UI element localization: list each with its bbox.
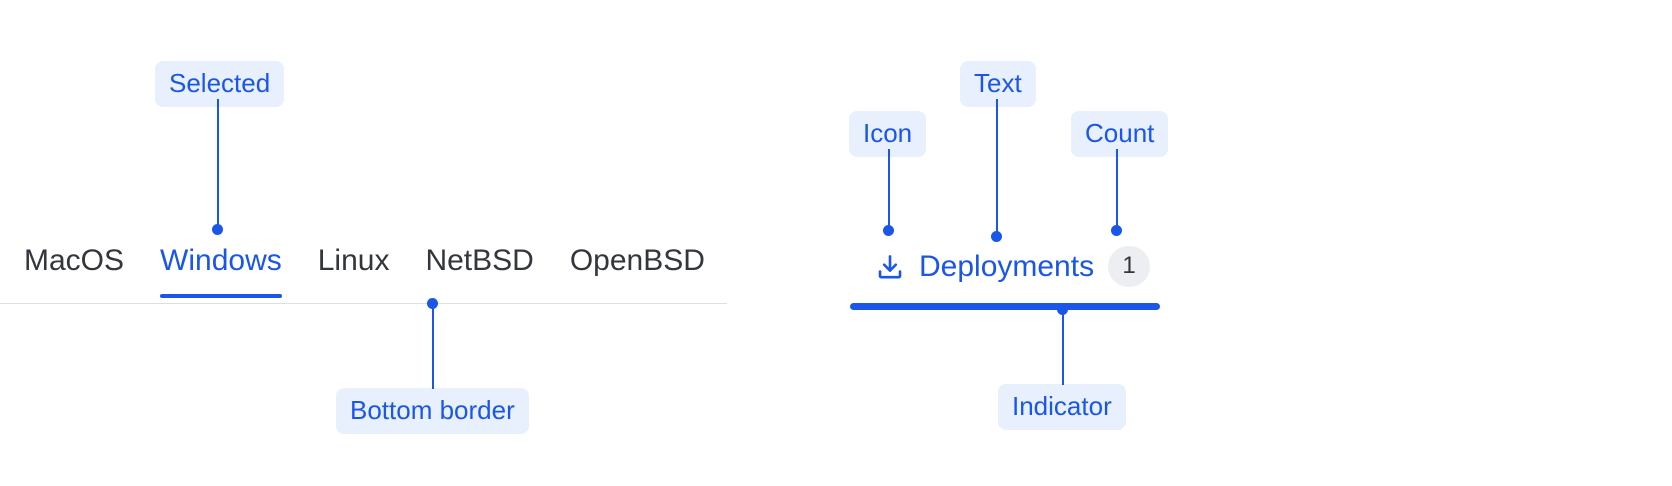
rich-tab-bar: Deployments 1 xyxy=(850,238,1160,310)
download-icon xyxy=(878,254,902,278)
leader-line-indicator xyxy=(1062,312,1064,385)
leader-dot-count xyxy=(1111,225,1122,236)
annotation-indicator: Indicator xyxy=(998,384,1126,430)
leader-dot-icon xyxy=(883,225,894,236)
tab-openbsd[interactable]: OpenBSD xyxy=(570,238,705,298)
tab-linux[interactable]: Linux xyxy=(318,238,390,298)
tab-active-indicator xyxy=(850,303,1160,310)
annotation-bottom-border: Bottom border xyxy=(336,388,529,434)
classic-tab-bar: MacOS Windows Linux NetBSD OpenBSD xyxy=(0,238,727,304)
leader-dot-indicator xyxy=(1057,304,1068,315)
leader-line-count xyxy=(1116,149,1118,231)
tab-netbsd[interactable]: NetBSD xyxy=(425,238,533,298)
tab-macos[interactable]: MacOS xyxy=(24,238,124,298)
leader-line-bottom-border xyxy=(432,306,434,389)
tab-deployments-count: 1 xyxy=(1108,246,1151,287)
leader-dot-bottom-border xyxy=(427,298,438,309)
tab-windows[interactable]: Windows xyxy=(160,238,282,298)
leader-dot-selected xyxy=(212,224,223,235)
tab-deployments-label: Deployments xyxy=(919,249,1095,283)
annotation-count: Count xyxy=(1071,111,1169,157)
leader-line-icon xyxy=(888,149,890,231)
annotation-selected: Selected xyxy=(155,61,285,107)
annotation-icon: Icon xyxy=(849,111,927,157)
leader-line-text xyxy=(996,99,998,237)
leader-dot-text xyxy=(991,231,1002,242)
tab-deployments[interactable]: Deployments 1 xyxy=(850,238,1160,305)
leader-line-selected xyxy=(217,99,219,230)
